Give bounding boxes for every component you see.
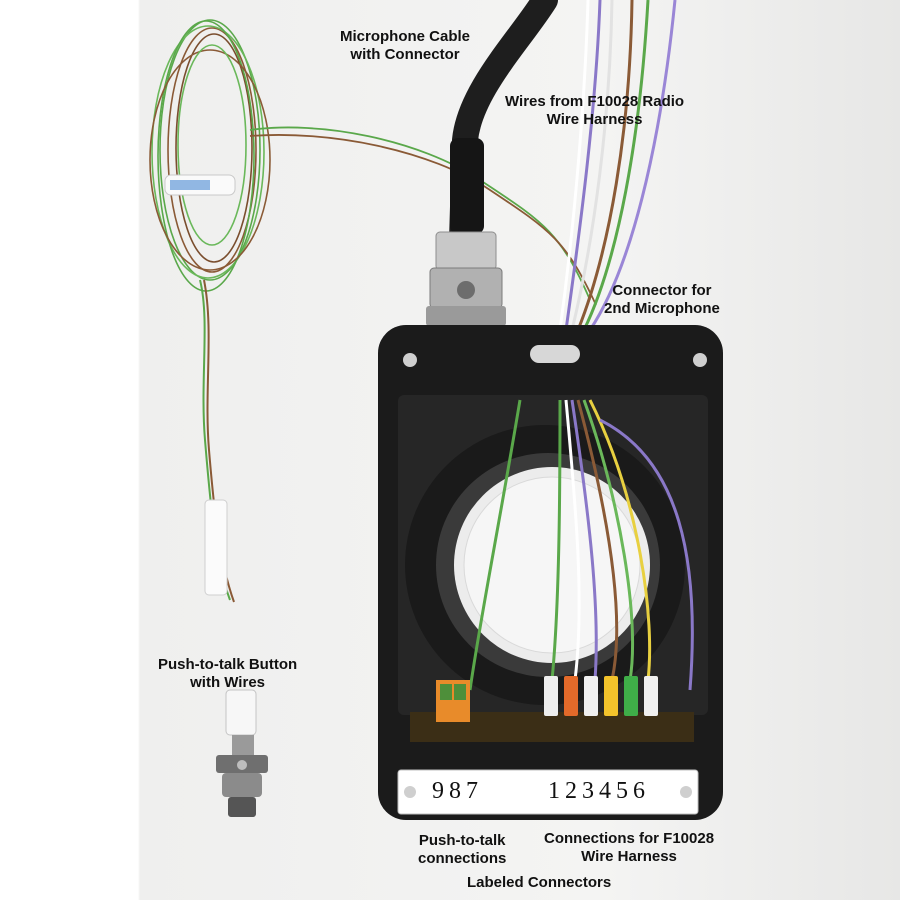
enclosure-screw [693, 353, 707, 367]
harness-terminals [544, 676, 658, 716]
caption-push-to-talk-button: Push-to-talk Button with Wires [158, 656, 298, 691]
plate-label-right: 123456 [548, 778, 650, 804]
terminal-wires [468, 399, 694, 691]
caption-ptt-connections: Push-to-talk connections [418, 832, 507, 867]
enclosure-screw [403, 353, 417, 367]
caption-microphone-cable: Microphone Cable with Connector [340, 28, 471, 63]
plate-label-left: 987 [432, 778, 483, 804]
ptt-terminal-block [436, 680, 470, 722]
speaker [405, 425, 685, 705]
push-to-talk-button [216, 689, 268, 817]
radio-harness-wires [558, 0, 677, 331]
caption-labeled-connectors: Labeled Connectors [467, 874, 612, 891]
plate-screw [680, 786, 692, 798]
plate-screw [404, 786, 416, 798]
microphone-cable [426, 0, 558, 326]
enclosure-slot [530, 345, 580, 363]
caption-harness-connections: Connections for F10028 Wire Harness [544, 830, 715, 865]
cable-tag [204, 499, 228, 596]
caption-radio-harness-wires: Wires from F10028 Radio Wire Harness [505, 93, 685, 128]
caption-second-microphone: Connector for 2nd Microphone [604, 282, 720, 317]
coil-tie-tape [170, 180, 210, 190]
left-margin [0, 0, 138, 900]
label-plate [397, 769, 699, 815]
